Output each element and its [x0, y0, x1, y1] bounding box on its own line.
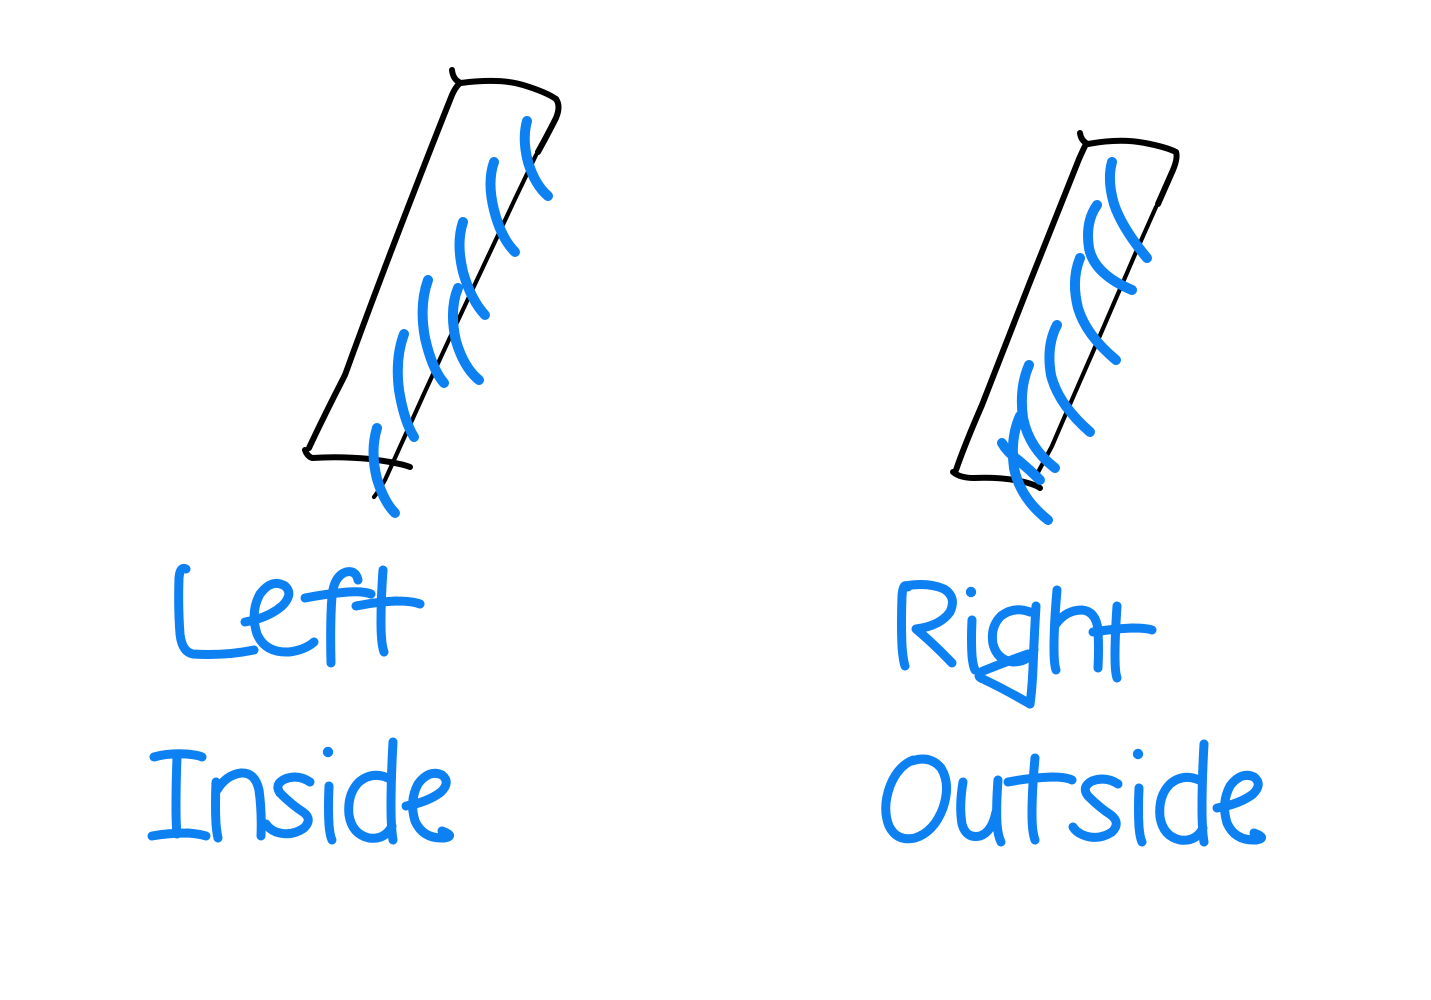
right-strip-bottom-edge [950, 469, 1043, 491]
glyph-Ri-stem [967, 615, 980, 675]
left-strip-top-edge [449, 67, 559, 102]
glyph-t-stem [376, 565, 389, 657]
stitch-mark-4 [1044, 320, 1095, 437]
left-label-line2 [147, 737, 454, 845]
left-strip-seam-line [371, 152, 539, 500]
glyph-s [261, 772, 315, 839]
left-strip-left-edge [306, 81, 462, 451]
glyph-Od-stem [1197, 739, 1209, 847]
right-strip-right-corner [1155, 149, 1180, 207]
glyph-u-left [956, 777, 1001, 841]
right-stitch-group [997, 157, 1152, 525]
glyph-e [240, 578, 319, 657]
glyph-d-stem [386, 737, 398, 845]
glyph-Ot-stem [1027, 753, 1040, 845]
glyph-g-descender-triangle [974, 649, 1035, 709]
right-strip-top-edge [1077, 130, 1179, 155]
stitch-mark-3 [454, 217, 490, 320]
glyph-O [881, 754, 951, 844]
glyph-Rt-bar [1088, 623, 1157, 637]
glyph-h-stem [1049, 585, 1062, 675]
right-strip-left-edge [953, 141, 1089, 473]
stitch-mark-7 [368, 423, 400, 518]
stitch-mark-1 [1104, 157, 1152, 263]
glyph-Oi-dot [1132, 748, 1144, 760]
left-strip-right-corner [535, 96, 562, 155]
glyph-f-stem [326, 567, 363, 668]
right-label-line1 [897, 580, 1157, 709]
glyph-L [174, 563, 259, 659]
left-strip-bottom-edge [302, 447, 413, 470]
glyph-Rt-stem [1110, 601, 1122, 683]
glyph-d-bowl [344, 770, 397, 843]
glyph-Ot-bar [1003, 772, 1077, 787]
left-fabric-strip [302, 67, 562, 518]
glyph-I-bottom [147, 828, 211, 841]
glyph-g-stem [1025, 601, 1041, 709]
glyph-Oe [1212, 770, 1266, 845]
glyph-e2 [401, 768, 454, 843]
glyph-I-top [149, 749, 207, 762]
glyph-R-bowl [900, 580, 957, 668]
glyph-h-arch [1051, 605, 1103, 673]
stitch-mark-6 [1007, 411, 1053, 525]
glyph-Od-bowl [1155, 772, 1208, 845]
left-stitch-group [368, 116, 553, 518]
stitch-mark-2 [485, 157, 520, 257]
stitch-mark-6 [392, 329, 419, 442]
glyph-i-dot [322, 746, 334, 758]
right-fabric-strip [950, 130, 1180, 525]
left-label-line1 [174, 563, 425, 668]
glyph-n-left [211, 777, 223, 843]
glyph-f-bar [300, 587, 376, 603]
glyph-Oi-stem [1134, 783, 1147, 847]
glyph-t-bar [351, 596, 425, 611]
stitch-mark-3 [1070, 253, 1121, 365]
glyph-n-arch [212, 768, 266, 841]
right-label-line2 [881, 739, 1266, 847]
stitch-mark-5 [417, 275, 449, 388]
stitch-mark-4 [448, 283, 484, 385]
glyph-Os [1068, 774, 1123, 842]
glyph-Ri-dot [965, 586, 977, 598]
stitch-mark-1 [519, 116, 553, 201]
stitch-mark-7 [997, 438, 1045, 485]
glyph-u-right [992, 775, 1006, 847]
glyph-i-stem [324, 781, 337, 845]
stitch-mark-2 [1083, 200, 1137, 295]
glyph-I-stem [171, 752, 182, 839]
